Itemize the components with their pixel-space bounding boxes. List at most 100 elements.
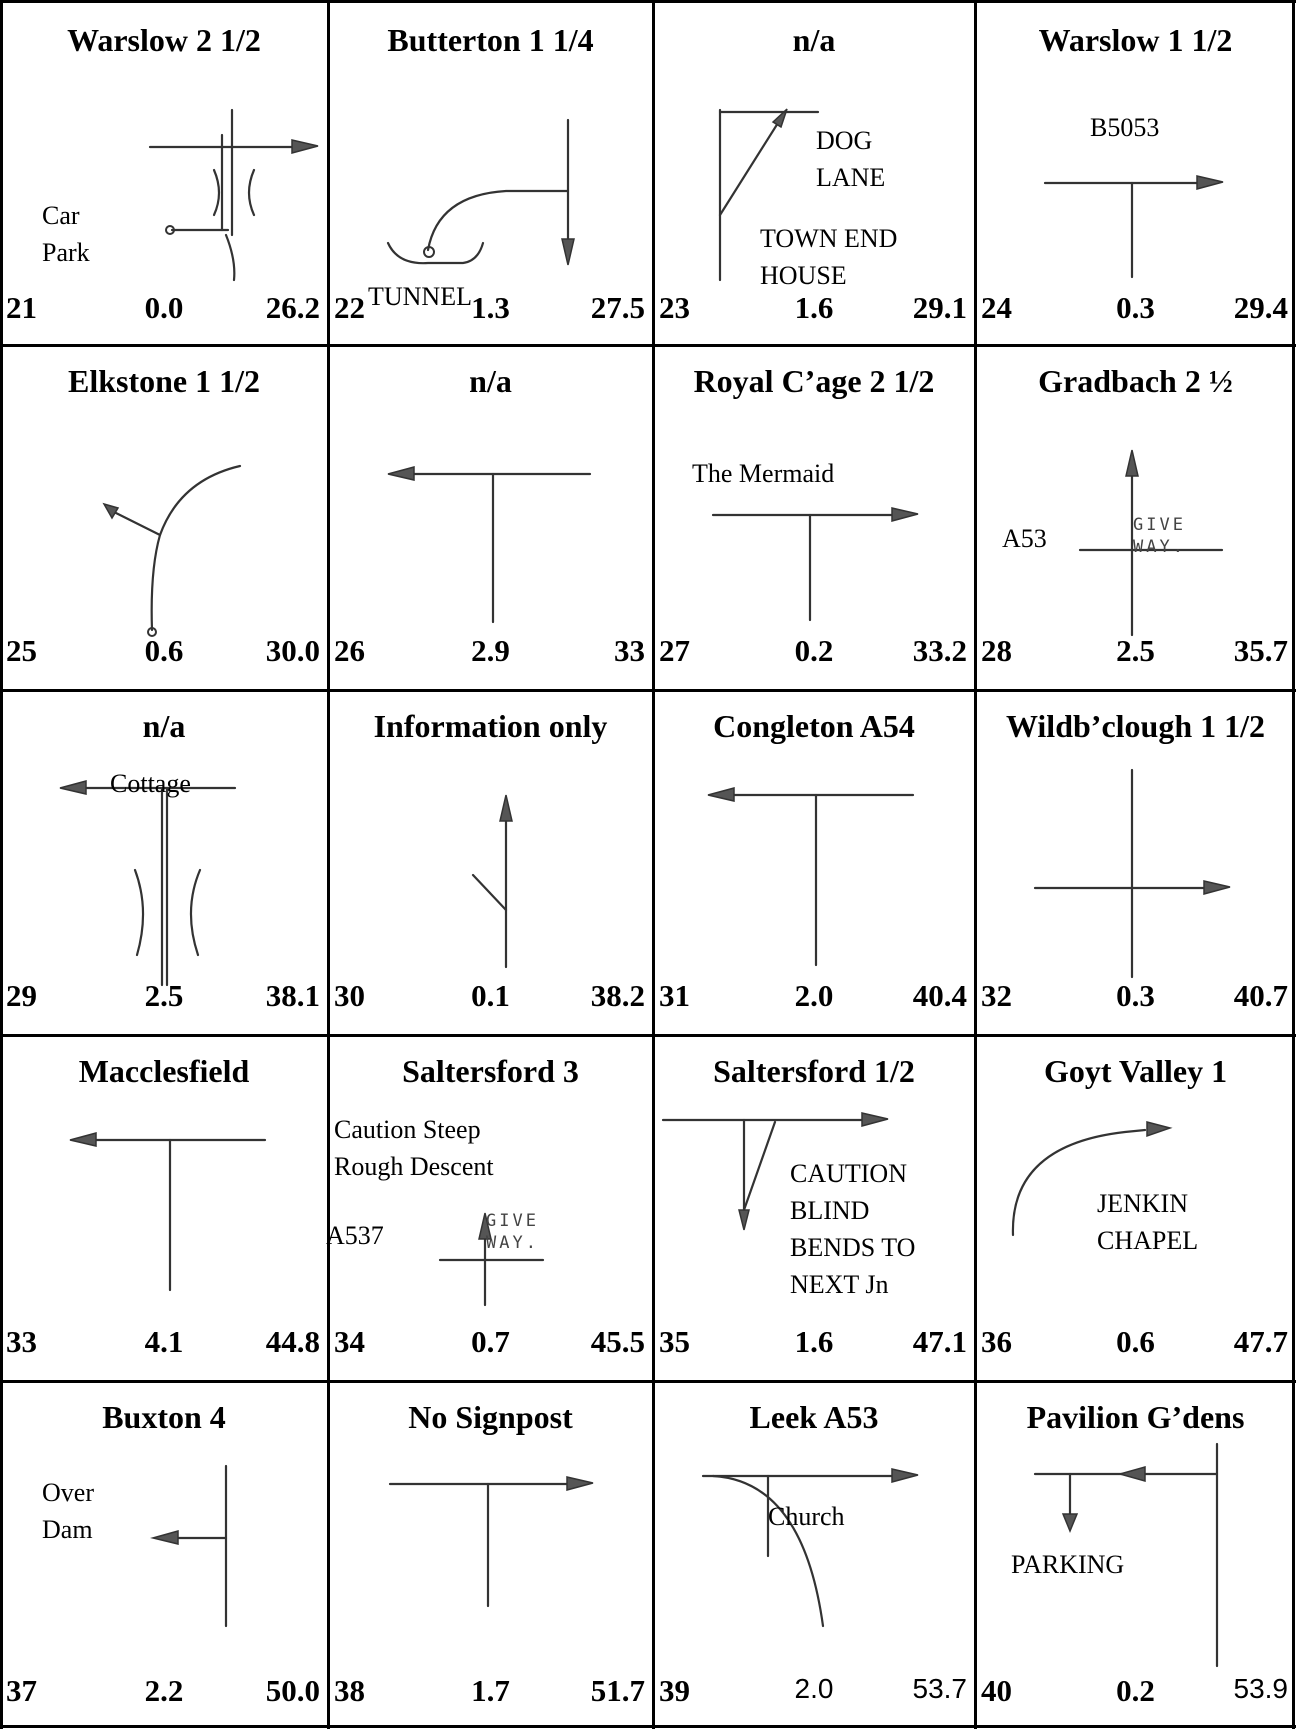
stage-distance: 0.7 [471,1324,510,1359]
junction-note: JENKIN CHAPEL [1097,1189,1199,1255]
junction-note: Church [768,1502,845,1531]
junction-title: n/a [792,22,836,58]
junction-diagram [471,794,513,969]
junction-number: 33 [6,1324,37,1359]
road-stroke [423,246,435,258]
junction-note: PARKING [1011,1550,1125,1579]
road-stroke [1061,1513,1079,1533]
road-stroke [386,241,485,265]
junction-note: A53 [1002,524,1047,553]
junction-title: Macclesfield [78,1053,250,1089]
road-stroke [718,113,785,217]
road-stroke [212,168,221,217]
junction-note: DOG LANE [816,126,886,192]
stage-distance: 1.6 [794,1324,834,1359]
junction-diagram [438,1212,545,1307]
junction-title: Saltersford 3 [402,1053,579,1089]
junction-note: CAUTION BLIND BENDS TO NEXT Jn [790,1159,916,1299]
junction-title: Royal C’age 2 1/2 [693,363,935,399]
grid-row-rule [0,1380,1296,1383]
road-stroke [1125,449,1139,477]
road-stroke [387,466,415,481]
junction-title: Elkstone 1 1/2 [67,363,261,399]
stage-distance: 4.1 [144,1324,184,1359]
junction-number: 32 [981,978,1012,1013]
stage-distance: 0.6 [144,633,184,668]
road-stroke [165,225,175,235]
junction-number: 35 [659,1324,690,1359]
junction-diagram [718,108,820,282]
junction-title: Saltersford 1/2 [713,1053,915,1089]
junction-number: 24 [981,290,1012,325]
stage-distance: 2.0 [794,978,834,1013]
cumulative-distance: 33 [614,633,645,668]
grid-row-rule [0,689,1296,692]
cumulative-distance: 40.4 [912,978,967,1013]
give-way-note: GIVE WAY. [486,1211,539,1253]
junction-note: Car Park [42,201,90,267]
stage-distance: 0.3 [1116,290,1155,325]
road-stroke [478,1212,492,1240]
junction-note: A537 [326,1221,384,1250]
road-stroke [738,1209,750,1231]
junction-diagram [148,108,319,282]
cumulative-distance: 35.7 [1233,633,1288,668]
junction-number: 25 [6,633,37,668]
cumulative-distance: 47.1 [912,1324,967,1359]
junction-number: 40 [981,1673,1012,1708]
grid-column-rule [652,0,655,1729]
grid-column-rule [327,0,330,1729]
junction-diagram [711,507,919,622]
junction-diagram [707,787,915,967]
road-stroke [1196,175,1224,190]
road-stroke [1117,1466,1146,1482]
cumulative-distance: 47.7 [1233,1324,1288,1359]
junction-diagram [69,1132,267,1292]
junction-note: Over Dam [42,1478,94,1544]
cumulative-distance: 29.4 [1233,290,1288,325]
road-stroke [742,1120,777,1212]
road-stroke [707,787,735,802]
junction-note: TOWN END HOUSE [760,224,898,290]
junction-diagram [661,1112,889,1231]
junction-number: 34 [334,1324,365,1359]
junction-title: Warslow 1 1/2 [1038,22,1233,58]
cumulative-distance: 30.0 [265,633,320,668]
road-stroke [711,1474,825,1628]
junction-diagram [1033,1442,1219,1668]
stage-distance: 0.2 [794,633,834,668]
road-stroke [102,502,120,520]
road-stroke [891,1468,919,1483]
road-stroke [59,780,87,795]
cumulative-distance: 29.1 [912,290,967,325]
grid-column-rule [0,0,3,1729]
road-stroke [150,464,242,632]
junction-number: 29 [6,978,37,1013]
junction-diagram [388,1476,594,1608]
road-stroke [1011,1128,1147,1237]
junction-number: 30 [334,978,365,1013]
road-stroke [861,1112,889,1127]
junction-title: Warslow 2 1/2 [67,22,261,58]
junction-number: 37 [6,1673,37,1708]
junction-cell-25: Elkstone 1 1/2 25 0.6 30.0 [0,345,328,690]
cumulative-distance: 38.1 [265,978,320,1013]
junction-note: The Mermaid [692,459,835,488]
junction-number: 39 [659,1673,690,1708]
